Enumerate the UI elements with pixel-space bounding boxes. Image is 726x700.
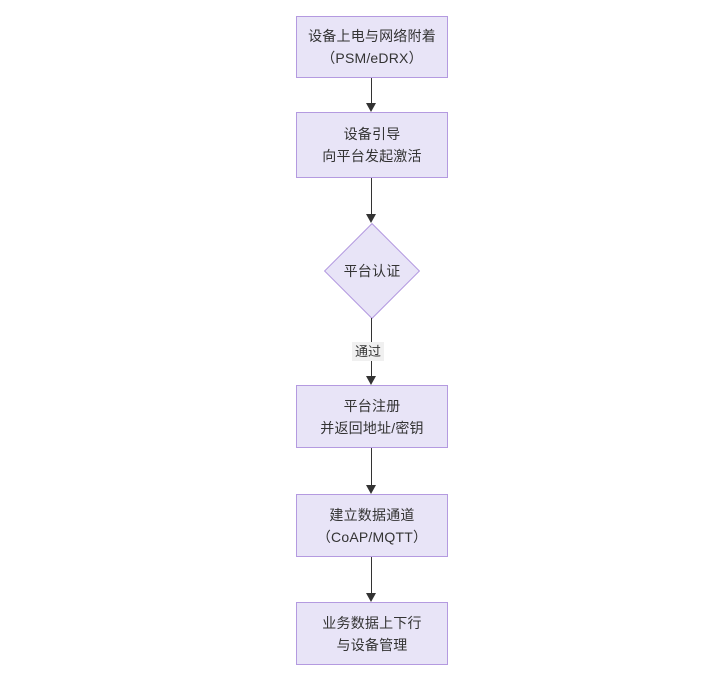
flow-node-register-line-2: 并返回地址/密钥 (320, 419, 424, 436)
flow-node-auth-label: 平台认证 (343, 263, 401, 279)
connector-channel-to-business (371, 557, 372, 593)
flow-node-business-data-and-device-management[interactable]: 业务数据上下行 与设备管理 (296, 602, 448, 665)
flow-node-channel-line-1: 建立数据通道 (329, 506, 415, 523)
flow-node-platform-register[interactable]: 平台注册 并返回地址/密钥 (296, 385, 448, 448)
flow-node-bootstrap-line-2: 向平台发起激活 (322, 148, 422, 164)
flow-node-device-bootstrap[interactable]: 设备引导 向平台发起激活 (296, 112, 448, 178)
flow-node-channel-line-2: （CoAP/MQTT） (316, 528, 428, 545)
flow-node-device-power-on[interactable]: 设备上电与网络附着 （PSM/eDRX） (296, 16, 448, 78)
arrowhead-icon (366, 376, 376, 385)
flow-node-business-line-1: 业务数据上下行 (322, 614, 422, 631)
connector-bootstrap-to-auth (371, 178, 372, 215)
arrowhead-icon (366, 103, 376, 112)
flow-node-platform-authentication[interactable]: 平台认证 (323, 222, 421, 320)
connector-register-to-channel (371, 448, 372, 486)
flow-node-business-line-2: 与设备管理 (336, 636, 408, 653)
flow-node-establish-data-channel[interactable]: 建立数据通道 （CoAP/MQTT） (296, 494, 448, 557)
flow-node-power-line-2: （PSM/eDRX） (321, 50, 423, 66)
arrowhead-icon (366, 593, 376, 602)
flow-node-register-line-1: 平台注册 (343, 397, 401, 414)
arrowhead-icon (366, 214, 376, 223)
connector-power-to-bootstrap (371, 78, 372, 104)
flow-node-bootstrap-line-1: 设备引导 (343, 126, 401, 142)
arrowhead-icon (366, 485, 376, 494)
flow-node-power-line-1: 设备上电与网络附着 (308, 28, 436, 44)
edge-label-pass: 通过 (352, 342, 385, 361)
